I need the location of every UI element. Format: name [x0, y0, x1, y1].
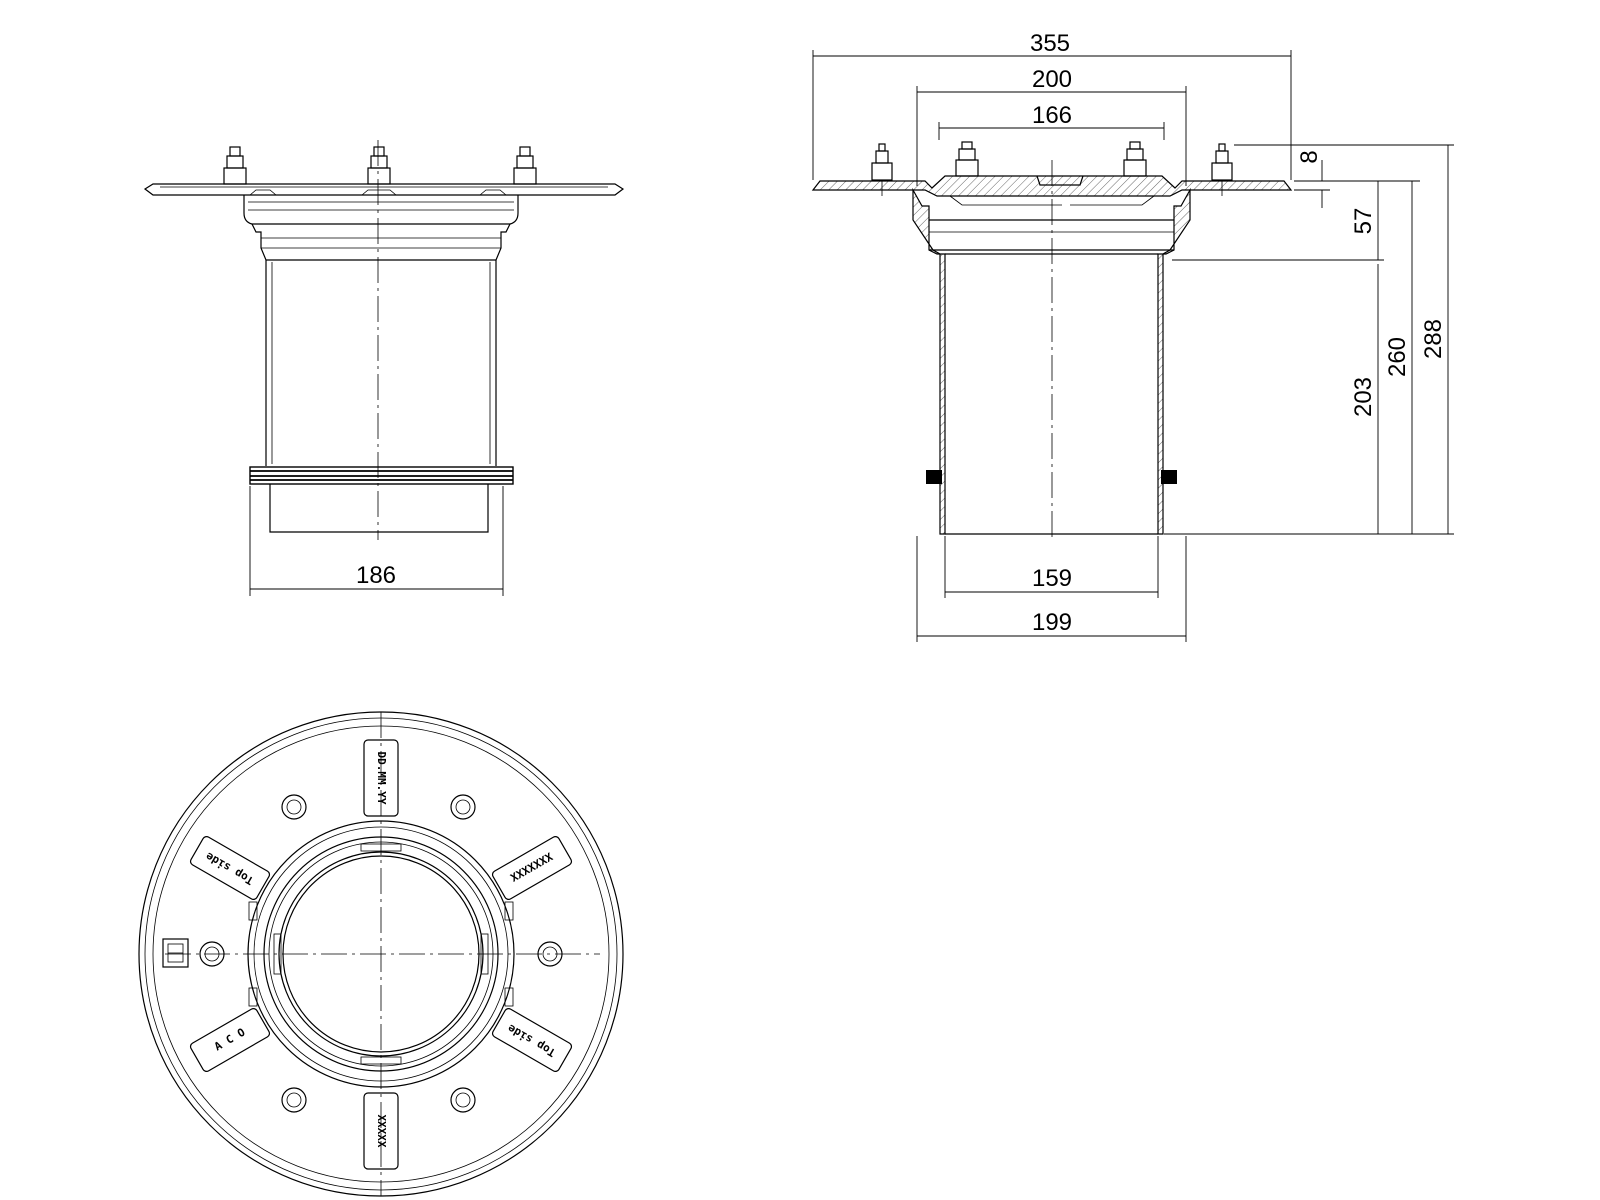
dimension-label: 166	[1032, 102, 1072, 129]
dimension-label: 260	[1384, 337, 1411, 377]
marking-text: DD.MM.YY	[375, 752, 388, 805]
bolt-hole	[281, 1087, 307, 1113]
marking-upper-right: XXXXXXX	[491, 836, 573, 900]
marking-text: XXXXX	[375, 1114, 388, 1147]
dimension-pipe-height: 203	[1350, 264, 1379, 534]
dimension-pipe-inner: 159	[944, 536, 1159, 598]
dimension-body-width: 200	[916, 66, 1187, 186]
bolt-hole	[450, 794, 476, 820]
marking-text: Top side	[203, 849, 256, 887]
bolt-hole	[450, 1087, 476, 1113]
bolt	[1123, 141, 1147, 177]
bolt	[1211, 143, 1233, 196]
side-view: 186	[143, 140, 625, 596]
marking-upper-left: Top side	[189, 836, 271, 900]
marking-lower-right: Top side	[491, 1008, 573, 1072]
bolt	[223, 146, 247, 185]
dimension-label: 355	[1030, 30, 1070, 57]
bolt	[513, 146, 537, 185]
seal-block	[926, 470, 942, 484]
dimension-body-height: 260	[1384, 181, 1413, 534]
seal-ring	[249, 466, 514, 485]
dimension-label: 200	[1032, 66, 1072, 93]
dimension-label: 199	[1032, 609, 1072, 636]
dimension-total-height: 288	[1420, 145, 1449, 534]
dimension-label: 57	[1350, 208, 1377, 235]
marking-text: A C O	[212, 1025, 248, 1053]
marking-lower-left: A C O	[189, 1008, 271, 1072]
marking-text: XXXXXXX	[508, 850, 555, 885]
dimension-flange-width: 355	[812, 30, 1292, 180]
section-view: 355 200 166 159 199	[811, 30, 1454, 642]
dimension-bolt-spacing: 166	[938, 102, 1165, 140]
marking-bottom: XXXXX	[363, 1092, 399, 1170]
dimension-label: 159	[1032, 565, 1072, 592]
dimension-label: 203	[1350, 377, 1377, 417]
dimension-base-width: 199	[916, 536, 1187, 642]
bolt	[955, 141, 979, 177]
dimension-label: 288	[1420, 319, 1447, 359]
marking-text: Top side	[505, 1021, 558, 1059]
seal-block	[1161, 470, 1177, 484]
bolt	[871, 143, 893, 196]
bolt	[367, 146, 391, 185]
bolt-hole	[281, 794, 307, 820]
key-notch	[162, 938, 189, 968]
dimension-label: 8	[1296, 150, 1323, 163]
dimension-collar-height: 57	[1350, 181, 1379, 260]
dimension-label: 186	[356, 562, 396, 589]
dimension-flange-thickness: 8	[1296, 150, 1323, 208]
plan-view: DD.MM.YY XXXXX XXXXXXX Top side Top side…	[138, 711, 624, 1197]
dimension-seal-diameter: 186	[249, 486, 504, 596]
